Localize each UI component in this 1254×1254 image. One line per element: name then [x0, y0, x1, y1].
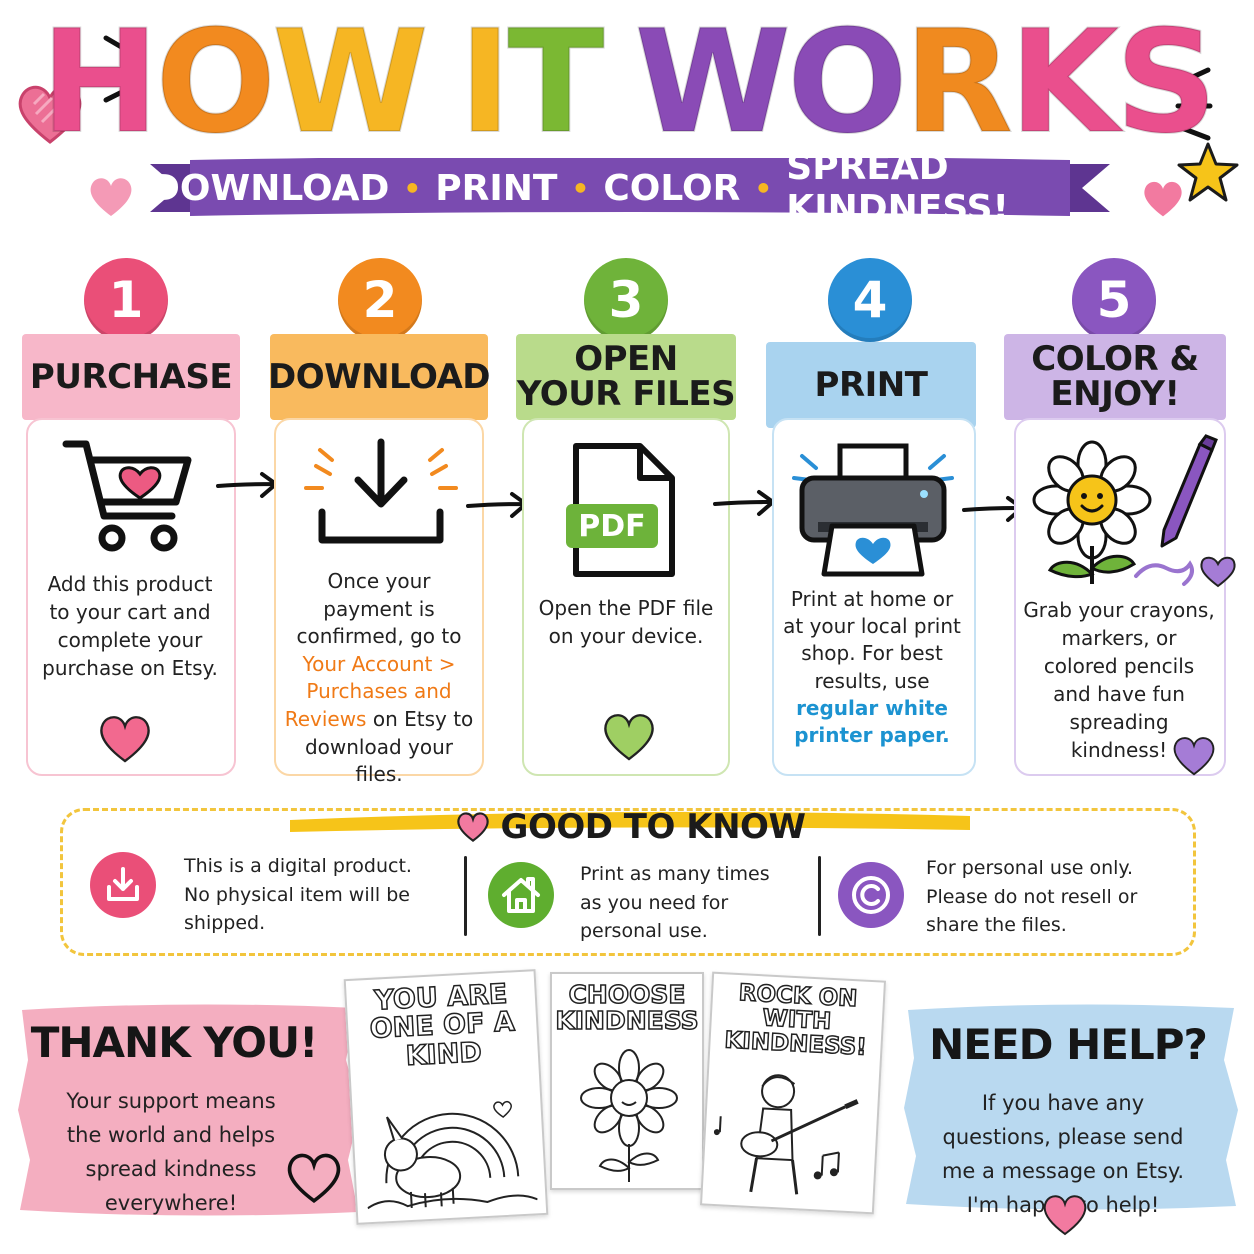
- decorative-heart-icon: [1144, 181, 1182, 217]
- crayon-scribble-icon: [1134, 556, 1236, 588]
- step-text-part: on Etsy to download your files.: [304, 706, 474, 787]
- sunflower-art: [580, 1049, 678, 1182]
- thank-you-title: THANK YOU!: [30, 1018, 319, 1067]
- download-icon: [90, 852, 156, 918]
- step-number-badge: 4: [828, 258, 912, 342]
- decorative-heart-icon: [604, 714, 654, 761]
- printer-icon: [792, 443, 954, 577]
- coloring-sheet-preview: YOU ARE ONE OF A KIND: [343, 969, 549, 1225]
- decorative-sparkle-icon: [99, 35, 137, 103]
- thank-you-brush-background: [18, 1004, 360, 1216]
- copyright-icon: [838, 862, 904, 928]
- step-label: OPEN YOUR FILES: [516, 334, 736, 420]
- sheet-title: CHOOSE KINDNESS: [555, 980, 700, 1036]
- banner-separator: •: [571, 171, 590, 205]
- account-purchases-path: Your Account > Purchases and Reviews: [284, 651, 456, 731]
- decorative-heart-icon: [1173, 737, 1215, 776]
- decorative-heart-icon: [90, 178, 132, 216]
- banner-part: DOWNLOAD: [150, 167, 390, 209]
- step-label: PURCHASE: [22, 334, 240, 420]
- divider: [464, 856, 467, 936]
- good-to-know-title: GOOD TO KNOW: [440, 800, 820, 854]
- digital-product-note: This is a digital product. No physical i…: [184, 855, 412, 934]
- title-word: IT: [458, 0, 606, 165]
- step-description: Grab your crayons, markers, or colored p…: [1023, 598, 1215, 762]
- need-help-message: If you have any questions, please send m…: [941, 1091, 1185, 1218]
- need-help-brush-background: [904, 1004, 1238, 1210]
- personal-use-note: For personal use only. Please do not res…: [926, 857, 1138, 936]
- download-icon: [304, 438, 458, 544]
- decorative-heart-icon: [18, 85, 82, 144]
- step-number-badge: 5: [1072, 258, 1156, 342]
- good-to-know-box: [60, 808, 1196, 956]
- thank-you-message: Your support means the world and helps s…: [66, 1089, 276, 1216]
- step-description: Once your payment is confirmed, go to Yo…: [284, 568, 474, 789]
- pdf-file-icon: [566, 443, 675, 577]
- home-icon: [488, 862, 554, 928]
- need-help-title: NEED HELP?: [929, 1020, 1208, 1069]
- sheet-title: YOU ARE ONE OF A KIND: [368, 978, 516, 1073]
- decorative-heart-icon: [100, 716, 150, 763]
- decorative-heart-icon: [1043, 1195, 1087, 1236]
- tagline-banner: DOWNLOAD • PRINT • COLOR • SPREAD KINDNESS!: [150, 147, 1110, 229]
- step-description: Add this product to your cart and comple…: [42, 572, 218, 680]
- banner-part: SPREAD KINDNESS!: [786, 147, 1009, 229]
- step-card: [26, 418, 236, 776]
- step-description: Print at home or at your local print sho…: [782, 586, 962, 749]
- pdf-badge-label: PDF: [578, 508, 646, 544]
- guitar-boy-art: [713, 1074, 859, 1195]
- step-number-badge: 2: [338, 258, 422, 342]
- title-word: HOW: [40, 0, 430, 165]
- banner-separator: •: [754, 171, 773, 205]
- step-label: COLOR & ENJOY!: [1004, 334, 1226, 420]
- cart-heart-icon: [62, 440, 192, 552]
- good-to-know-title-text: GOOD TO KNOW: [500, 807, 806, 847]
- tagline-text: DOWNLOAD • PRINT • COLOR • SPREAD KINDNESS!: [150, 147, 1110, 229]
- heart-icon: [456, 812, 489, 843]
- sheet-title: ROCK ON WITH KINDNESS!: [723, 979, 868, 1062]
- step-number-badge: 1: [84, 258, 168, 342]
- banner-separator: •: [403, 171, 422, 205]
- flower-crayon-icon: [1032, 434, 1218, 584]
- step-label: PRINT: [766, 342, 976, 428]
- title-word: WORKS: [633, 0, 1218, 165]
- step-label: DOWNLOAD: [268, 334, 491, 420]
- step-number-badge: 3: [584, 258, 668, 342]
- step-description: Open the PDF file on your device.: [538, 596, 714, 648]
- divider: [818, 856, 821, 936]
- step-text-part: Once your payment is confirmed, go to: [296, 569, 462, 649]
- decorative-sparkle-icon: [1175, 67, 1213, 141]
- coloring-sheet-preview: CHOOSE KINDNESS: [550, 972, 704, 1190]
- unicorn-rainbow-art: [367, 1100, 538, 1210]
- step-text-part: Print at home or at your local print sho…: [783, 587, 961, 693]
- print-limit-note: Print as many times as you need for pers…: [580, 863, 770, 942]
- star-icon: [1177, 142, 1239, 202]
- coloring-sheet-preview: ROCK ON WITH KINDNESS!: [699, 971, 887, 1215]
- banner-part: COLOR: [603, 167, 741, 209]
- outline-heart-icon: [287, 1153, 341, 1204]
- banner-part: PRINT: [435, 167, 558, 209]
- paper-recommendation: regular white printer paper.: [794, 695, 950, 747]
